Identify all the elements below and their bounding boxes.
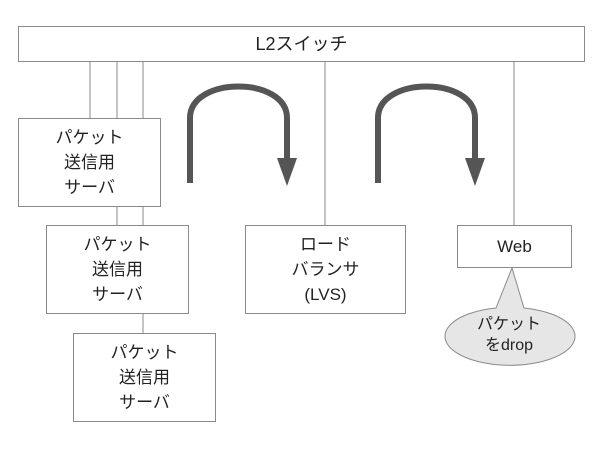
flow-arrow-to-web [375, 83, 478, 183]
load-balancer-box: ロード バランサ (LVS) [245, 225, 406, 314]
flow-arrowhead-to-web [465, 158, 485, 186]
sender-label: パケット 送信用 サーバ [110, 343, 179, 412]
packet-sender-server-1: パケット 送信用 サーバ [18, 118, 161, 207]
sender-label: パケット 送信用 サーバ [83, 235, 152, 304]
web-server-label: Web [497, 237, 532, 256]
callout-bubble [444, 266, 576, 366]
flow-arrow-to-lb [187, 83, 290, 183]
load-balancer-label: ロード バランサ (LVS) [291, 235, 360, 304]
l2-switch-label: L2スイッチ [255, 33, 348, 54]
packet-sender-server-2: パケット 送信用 サーバ [46, 225, 189, 314]
flow-arrowhead-to-lb [277, 158, 297, 186]
packet-sender-server-3: パケット 送信用 サーバ [73, 333, 216, 422]
sender-label: パケット 送信用 サーバ [55, 128, 124, 197]
l2-switch-box: L2スイッチ [18, 26, 585, 62]
callout-label: パケット をdrop [476, 316, 541, 354]
web-server-box: Web [457, 225, 572, 268]
